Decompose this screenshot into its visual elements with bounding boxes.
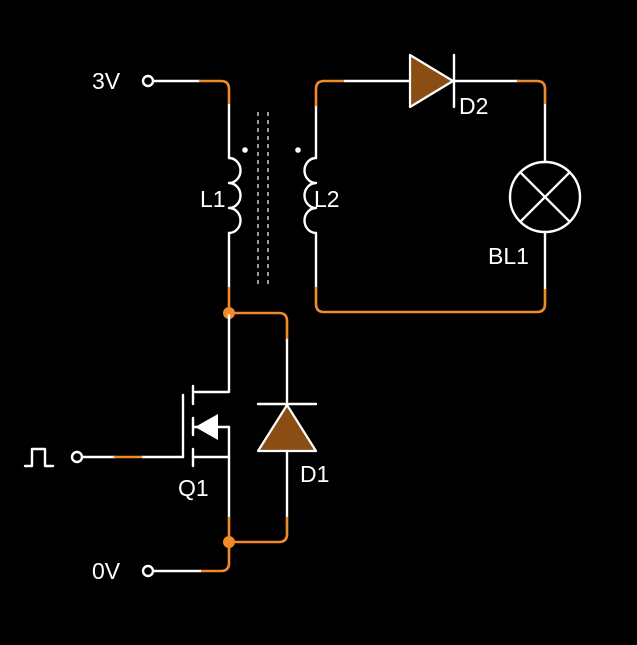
transformer-core xyxy=(257,112,269,284)
l1-polarity-dot xyxy=(242,147,248,153)
label-d2: D2 xyxy=(459,93,488,119)
d2-to-lamp-accent xyxy=(516,79,547,107)
inductor-l2 xyxy=(295,147,318,235)
mosfet-arrow xyxy=(195,414,218,440)
diode-d1 xyxy=(256,402,318,453)
pulse-icon xyxy=(23,447,55,468)
return-wire-accent xyxy=(314,286,547,314)
supply-wire-accent xyxy=(198,79,231,107)
label-q1: Q1 xyxy=(178,475,209,501)
supply-terminal xyxy=(141,74,155,88)
inductor-l1 xyxy=(227,147,248,235)
label-l1: L1 xyxy=(200,186,226,212)
lamp-bl1 xyxy=(508,160,582,234)
pulse-input-terminal xyxy=(70,450,84,464)
d1-bottom-wire-accent xyxy=(227,516,289,544)
drain-wire xyxy=(193,311,231,394)
diode-d2 xyxy=(408,53,456,109)
l2-top-wire-accent xyxy=(314,79,347,107)
label-bl1: BL1 xyxy=(488,243,529,269)
label-3v: 3V xyxy=(92,68,121,94)
ground-terminal xyxy=(141,564,155,578)
label-0v: 0V xyxy=(92,558,121,584)
mosfet-q1 xyxy=(181,384,231,468)
d1-top-wire-accent xyxy=(227,311,289,342)
label-d1: D1 xyxy=(300,461,329,487)
label-l2: L2 xyxy=(314,186,340,212)
ground-wire-accent xyxy=(198,540,231,573)
l2-polarity-dot xyxy=(295,147,301,153)
